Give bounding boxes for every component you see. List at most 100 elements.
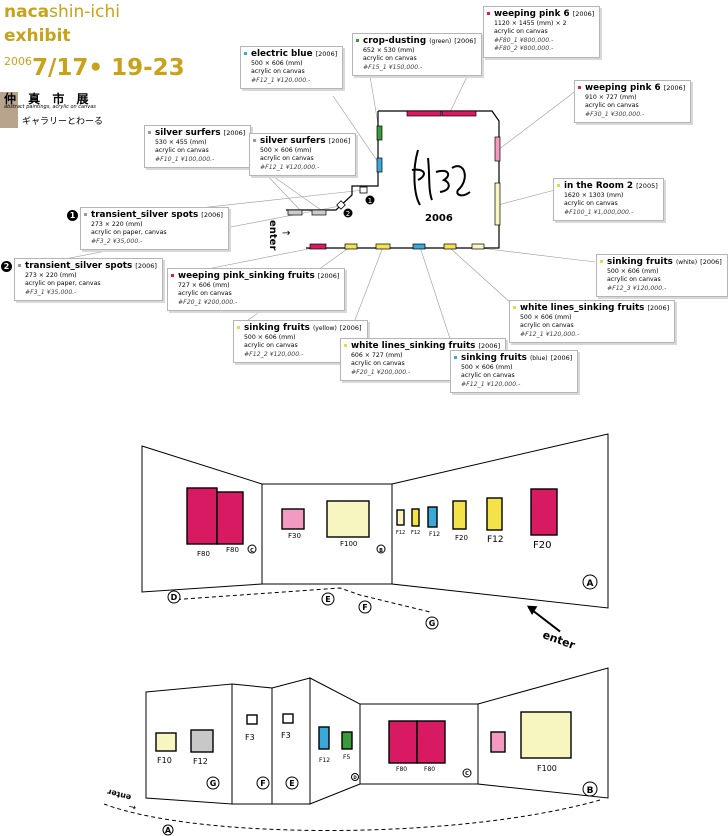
plan-enter-label: enter [267,220,278,250]
label-sinking-blue: sinking fruits (blue) [2006]500 × 606 (m… [450,350,579,394]
label-unit: (mm) × 2 [536,19,567,27]
label-size: 500 × 606 [260,146,293,154]
label-year: [2006] [700,258,722,266]
label-price: #F12_2 ¥120,000.- [244,350,304,358]
v1-label-f80a: F80 [197,550,210,558]
exhibit-day-range: 7/17• 19-23 [32,55,185,81]
label-year: [2006] [550,354,573,362]
label-electric-blue: electric blue [2006]500 × 606 (mm)acryli… [240,46,344,90]
gallery-name: ギャラリーとわーる [22,117,104,127]
v1-marker-a: A [587,579,594,589]
label-year: [2006] [647,304,670,312]
label-title-row: white lines_sinking fruits [2006] [520,304,669,314]
label-medium: acrylic on canvas [607,276,661,284]
v2-label-f12b: F12 [319,757,330,764]
plan-marker-2: 2 [346,210,350,218]
label-title-note: (green) [429,38,452,45]
v1-marker-b: B [379,548,383,554]
label-unit: (mm) [495,363,513,371]
v2-enter-arrow: → [127,802,137,814]
label-price: #F10_1 ¥100,000.- [155,155,215,163]
label-color-dot [600,260,603,263]
label-medium: acrylic on canvas [494,28,548,36]
v2-label-f10: F10 [157,756,172,765]
label-in-the-room-2: in the Room 2 [2005]1620 × 1303 (mm)acry… [553,178,664,222]
label-size-row: 500 × 606 (mm) [260,147,350,156]
label-title: weeping pink 6 [494,9,570,19]
label-color-dot [148,131,151,134]
elevation-view-2: F10 F12 F3 F3 F12 F5 F80 F80 F100 G F E … [103,667,609,836]
label-size-row: 500 × 606 (mm) [251,60,337,69]
label-color-dot [237,326,240,329]
label-size-row: 500 × 606 (mm) [520,314,669,323]
label-title-row: transient_silver spots [2006] [91,211,223,221]
v1-label-f100: F100 [340,540,357,548]
plan-logo-year: 2006 [425,213,453,224]
plan-sinking-white [471,243,485,250]
label-size-row: 500 × 606 (mm) [607,268,722,277]
label-price: #F12_1 ¥120,000.- [260,163,320,171]
label-title: in the Room 2 [564,181,634,191]
plan-weeping-pink-b [441,110,477,117]
exhibit-year: 2006 [4,55,32,68]
v1-label-f12b: F12 [411,530,420,536]
label-size-row: 606 × 727 (mm) [351,352,500,361]
label-color-dot [356,39,359,42]
label-year: [2006] [315,50,338,58]
label-title-row: crop-dusting (green) [2006] [363,37,476,47]
plan-weeping-pink-a [406,110,442,117]
label-price: #F3_1 ¥35,000.- [25,288,77,296]
v1-label-f30: F30 [288,532,301,540]
label-title-row: in the Room 2 [2005] [564,182,658,192]
label-unit: (mm) [619,93,637,101]
label-unit: (mm) [397,46,415,54]
label-unit: (mm) [285,59,303,67]
label-year: [2006] [339,324,362,332]
plan-sinking-blue [412,243,426,250]
label-unit: (mm) [385,351,403,359]
label-unit: (mm) [278,333,296,341]
label-title: sinking fruits [244,323,310,333]
label-color-dot [253,139,256,142]
label-medium: acrylic on paper, canvas [91,229,167,237]
label-title: weeping pink_sinking fruits [178,271,315,281]
label-unit: (mm) [212,281,230,289]
v1-label-f12c: F12 [429,531,440,538]
plan-crop-dusting [376,125,383,141]
v2-marker-b: B [587,786,594,796]
label-unit: (mm) [641,267,659,275]
plan-sinking-yellow [344,243,358,250]
label-medium: acrylic on canvas [461,372,515,380]
v1-marker-d: D [171,593,178,602]
label-size: 500 × 606 [251,59,284,67]
label-year: [2006] [223,129,246,137]
label-unit: (mm) [189,138,207,146]
v2-label-f5: F5 [343,754,350,761]
v2-label-f12a: F12 [193,757,208,766]
label-title: crop-dusting [363,36,427,46]
label-color-dot [18,264,21,267]
label-price: #F20_1 ¥200,000.- [351,368,411,376]
v2-marker-d: D [353,775,357,780]
label-price-2: #F80_2 ¥800,000.- [494,45,554,53]
label-medium: acrylic on canvas [564,200,618,208]
label-title-row: silver surfers [2006] [260,137,350,147]
label-title-row: sinking fruits (blue) [2006] [461,354,572,364]
label-color-dot [578,86,581,89]
label-title: electric blue [251,49,313,59]
brand-shin-ichi: shin-ichi [49,2,120,22]
floorplan: 2006 enter → 1 2 [17,34,596,355]
label-price: #F12_1 ¥120,000.- [251,76,311,84]
plan-weeping-pink-6b [494,136,501,162]
plan-white-lines-1 [443,243,457,250]
exhibit-dates: 20067/17• 19-23 [4,55,185,81]
v1-marker-e: E [325,595,330,604]
label-price: #F15_1 ¥150,000.- [363,63,423,71]
label-unit: (mm) [125,220,143,228]
label-title-row: silver surfers [2006] [155,129,245,139]
label-unit: (mm) [59,271,77,279]
label-year: [2006] [572,10,595,18]
label-medium: acrylic on canvas [244,342,298,350]
label-size: 273 × 220 [25,271,58,279]
label-size: 530 × 455 [155,138,188,146]
